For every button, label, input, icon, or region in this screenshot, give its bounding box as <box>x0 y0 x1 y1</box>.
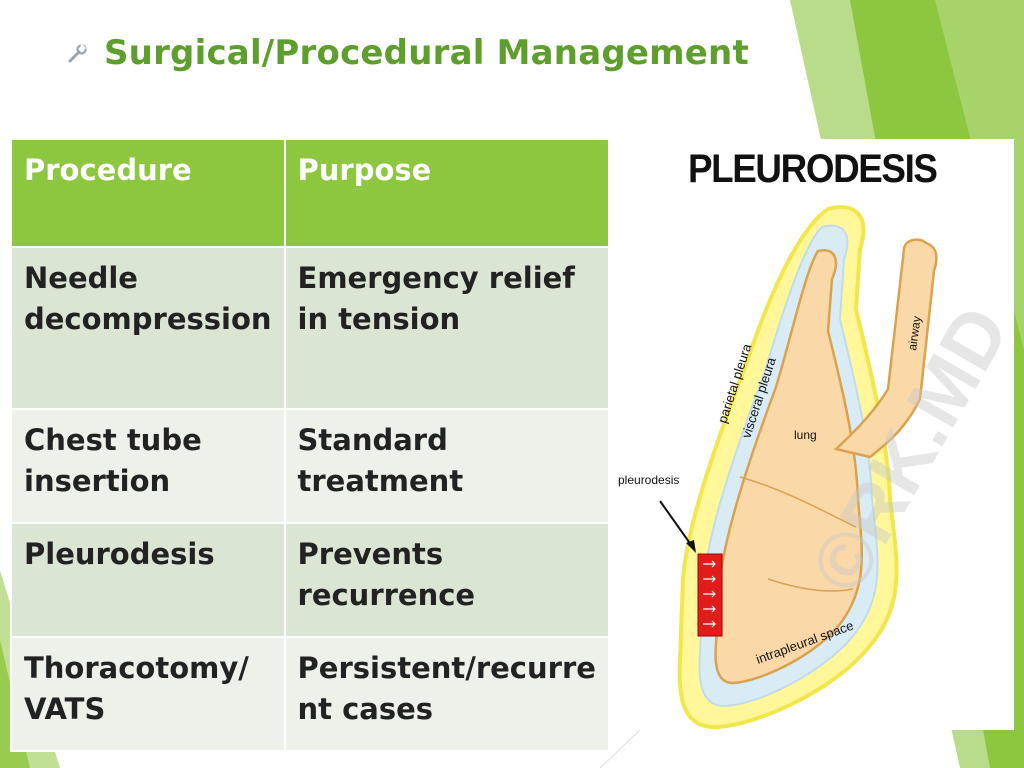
cell-procedure: Thoracotomy/ VATS <box>10 636 286 752</box>
title-row: Surgical/Procedural Management <box>66 28 749 78</box>
procedure-table: Procedure Purpose Needle decompression E… <box>10 138 610 752</box>
lung-diagram: ©RK.MD pleurodesis lung parietal pleura … <box>618 205 1014 730</box>
table-row: Thoracotomy/ VATS Persistent/recurre nt … <box>10 636 610 752</box>
cell-procedure: Chest tube insertion <box>10 408 286 524</box>
table-row: Needle decompression Emergency relief in… <box>10 246 610 410</box>
header-purpose: Purpose <box>283 138 610 248</box>
cell-purpose: Prevents recurrence <box>283 522 610 638</box>
cell-purpose: Persistent/recurre nt cases <box>283 636 610 752</box>
cell-procedure: Pleurodesis <box>10 522 286 638</box>
cell-purpose: Emergency relief in tension <box>283 246 610 410</box>
cell-procedure: Needle decompression <box>10 246 286 410</box>
slide-title: Surgical/Procedural Management <box>104 33 749 73</box>
label-airway: airway <box>905 315 924 351</box>
procedure-table-wrap: Procedure Purpose Needle decompression E… <box>10 138 610 752</box>
cell-purpose: Standard treatment <box>283 408 610 524</box>
table-row: Pleurodesis Prevents recurrence <box>10 522 610 638</box>
label-pleurodesis: pleurodesis <box>618 473 679 487</box>
pleurodesis-figure: PLEURODESIS ©RK.MD pleurodesis lung pari… <box>608 139 1014 730</box>
wrench-icon <box>68 44 87 63</box>
label-lung: lung <box>794 428 817 442</box>
header-procedure: Procedure <box>10 138 286 248</box>
table-row: Chest tube insertion Standard treatment <box>10 408 610 524</box>
figure-title: PLEURODESIS <box>688 147 938 191</box>
table-header-row: Procedure Purpose <box>10 138 610 248</box>
